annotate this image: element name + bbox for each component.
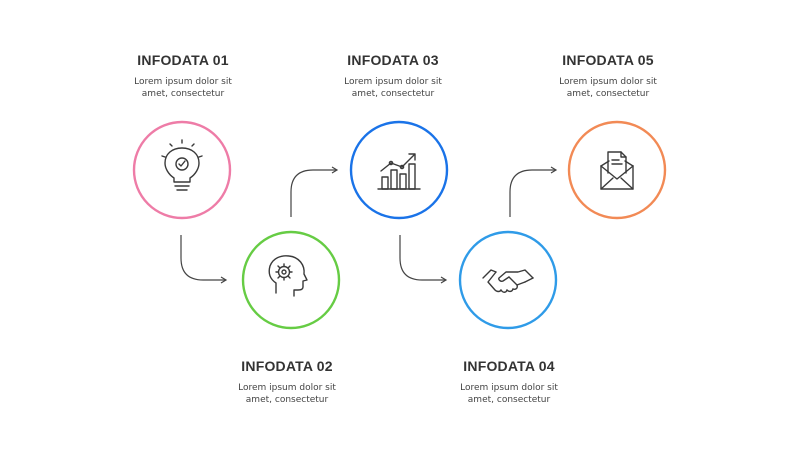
step-label-3: INFODATA 03 Lorem ipsum dolor sit amet, …	[323, 52, 463, 100]
connector-arrow-2-3	[290, 166, 339, 217]
envelope-document-icon	[600, 151, 634, 190]
step-label-2: INFODATA 02 Lorem ipsum dolor sit amet, …	[217, 358, 357, 406]
step-description-line: amet, consectetur	[351, 89, 435, 99]
step-description-line: Lorem ipsum dolor sit	[134, 77, 232, 87]
handshake-icon	[482, 269, 534, 293]
step-title: INFODATA 02	[241, 358, 333, 374]
step-description-line: Lorem ipsum dolor sit	[559, 77, 657, 87]
step-description: Lorem ipsum dolor sit amet, consectetur	[538, 76, 678, 100]
step-circle-2	[241, 230, 341, 330]
step-description-line: Lorem ipsum dolor sit	[344, 77, 442, 87]
step-description-line: amet, consectetur	[141, 89, 225, 99]
connector-arrow-3-4	[399, 235, 448, 284]
step-circle-5	[567, 120, 667, 220]
step-title: INFODATA 03	[347, 52, 439, 68]
step-circle-1	[132, 120, 232, 220]
step-description: Lorem ipsum dolor sit amet, consectetur	[439, 382, 579, 406]
connector-arrow-1-2	[180, 235, 228, 284]
step-description-line: Lorem ipsum dolor sit	[238, 383, 336, 393]
step-description: Lorem ipsum dolor sit amet, consectetur	[217, 382, 357, 406]
step-description-line: amet, consectetur	[245, 395, 329, 405]
step-label-4: INFODATA 04 Lorem ipsum dolor sit amet, …	[439, 358, 579, 406]
step-label-1: INFODATA 01 Lorem ipsum dolor sit amet, …	[113, 52, 253, 100]
step-title: INFODATA 04	[463, 358, 555, 374]
step-title: INFODATA 05	[562, 52, 654, 68]
bar-chart-growth-icon	[377, 153, 421, 190]
head-gear-icon	[268, 255, 308, 297]
step-description-line: amet, consectetur	[566, 89, 650, 99]
step-circle-3	[349, 120, 449, 220]
step-description-line: amet, consectetur	[467, 395, 551, 405]
step-circle-4	[458, 230, 558, 330]
connector-arrow-4-5	[509, 166, 558, 217]
step-description: Lorem ipsum dolor sit amet, consectetur	[113, 76, 253, 100]
step-title: INFODATA 01	[137, 52, 229, 68]
lightbulb-check-icon	[161, 139, 203, 191]
step-label-5: INFODATA 05 Lorem ipsum dolor sit amet, …	[538, 52, 678, 100]
step-description-line: Lorem ipsum dolor sit	[460, 383, 558, 393]
step-description: Lorem ipsum dolor sit amet, consectetur	[323, 76, 463, 100]
